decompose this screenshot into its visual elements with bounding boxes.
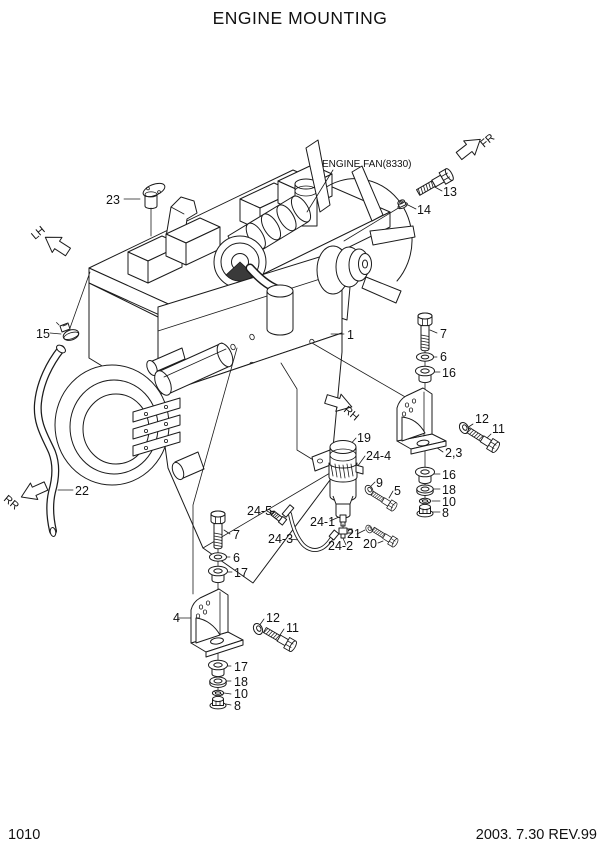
callout-4: 4: [173, 611, 180, 625]
callout-2-3: 2,3: [445, 446, 462, 460]
oil-drain-cylinder: [171, 451, 205, 481]
callout-18-right: 18: [442, 483, 456, 497]
fr-arrow-label: FR: [478, 132, 497, 151]
nut-8-left: [209, 695, 227, 710]
callout-7-left: 7: [233, 528, 240, 542]
callout-12-left: 12: [266, 611, 280, 625]
fan-shroud: [321, 178, 413, 282]
callout-6-right: 6: [440, 350, 447, 364]
bushing-16-upper: [415, 365, 435, 384]
callout-20: 20: [363, 537, 377, 551]
callout-7-right: 7: [440, 327, 447, 341]
callout-11-right: 11: [492, 422, 505, 436]
callout-19: 19: [357, 431, 371, 445]
callout-22: 22: [75, 484, 89, 498]
washer-10-left: [211, 689, 225, 697]
callout-8-right: 8: [442, 506, 449, 520]
nut-8-right: [416, 503, 434, 518]
washer-10-right: [418, 497, 432, 505]
callout-24-1: 24-1: [310, 515, 335, 529]
callout-18-left: 18: [234, 675, 248, 689]
washer-21: [364, 523, 374, 535]
engine-assembly: [54, 139, 416, 584]
callout-16-upper: 16: [442, 366, 456, 380]
washer-12-left: [251, 621, 265, 637]
engine-mount-bracket-right: [396, 387, 447, 455]
fr-direction-arrow: [452, 131, 487, 164]
nut-14: [397, 199, 408, 210]
callout-9: 9: [376, 476, 383, 490]
bushing-16-lower: [415, 466, 435, 485]
callout-23: 23: [106, 193, 120, 207]
callout-12-right: 12: [475, 412, 489, 426]
revision-date: 2003. 7.30 REV.99: [476, 827, 597, 843]
washer-18-right: [416, 484, 434, 496]
starter-motor: [146, 342, 234, 396]
bolt-7-right: [417, 312, 433, 352]
sensor-23: [142, 182, 166, 210]
washer-6-right: [416, 352, 434, 362]
callout-5: 5: [394, 484, 401, 498]
engine-mount-bracket-left: [190, 588, 244, 658]
fitting-24-5: [270, 510, 288, 526]
filter-bowl: [332, 495, 354, 527]
exhaust-elbow: [245, 263, 294, 336]
callout-24-4: 24-4: [366, 449, 391, 463]
callout-6-left: 6: [233, 551, 240, 565]
callout-labels: 23 13 14 15 1 22 19 24-4 9 5 7 6 16 12 1…: [36, 185, 505, 713]
page-number: 1010: [8, 827, 40, 843]
callout-17-upper: 17: [234, 566, 248, 580]
drain-hose-22: [33, 344, 66, 537]
callout-11-left: 11: [286, 621, 299, 635]
filter-clamp-24-4: [328, 462, 364, 483]
engine-block: [157, 249, 343, 584]
bushing-17-lower: [208, 659, 228, 678]
rr-arrow-label: RR: [1, 493, 21, 512]
washer-18-left: [209, 676, 227, 688]
callout-15: 15: [36, 327, 50, 341]
callout-17-lower: 17: [234, 660, 248, 674]
callout-24-3: 24-3: [268, 532, 293, 546]
callout-10-right: 10: [442, 495, 456, 509]
drain-valve-24-1: [338, 523, 353, 539]
rr-direction-arrow: [17, 477, 51, 506]
fan-pulley: [316, 245, 372, 295]
callout-13: 13: [443, 185, 457, 199]
callout-21: 21: [347, 527, 361, 541]
fuel-pipe-24-3: [281, 504, 340, 553]
callout-10-left: 10: [234, 687, 248, 701]
mounting-rails: [132, 397, 181, 457]
washer-6-left: [209, 552, 227, 562]
lh-arrow-label: LH: [29, 224, 48, 242]
page-title: ENGINE MOUNTING: [213, 8, 388, 28]
callout-24-5: 24-5: [247, 504, 272, 518]
callout-14: 14: [417, 203, 431, 217]
bushing-17-upper: [208, 565, 228, 584]
callout-8-left: 8: [234, 699, 241, 713]
callout-16-lower: 16: [442, 468, 456, 482]
callout-24-2: 24-2: [328, 539, 353, 553]
callout-1: 1: [347, 328, 354, 342]
hose-clamp-15: [56, 322, 80, 341]
engine-fan-label: ENGINE FAN(8330): [322, 159, 411, 170]
